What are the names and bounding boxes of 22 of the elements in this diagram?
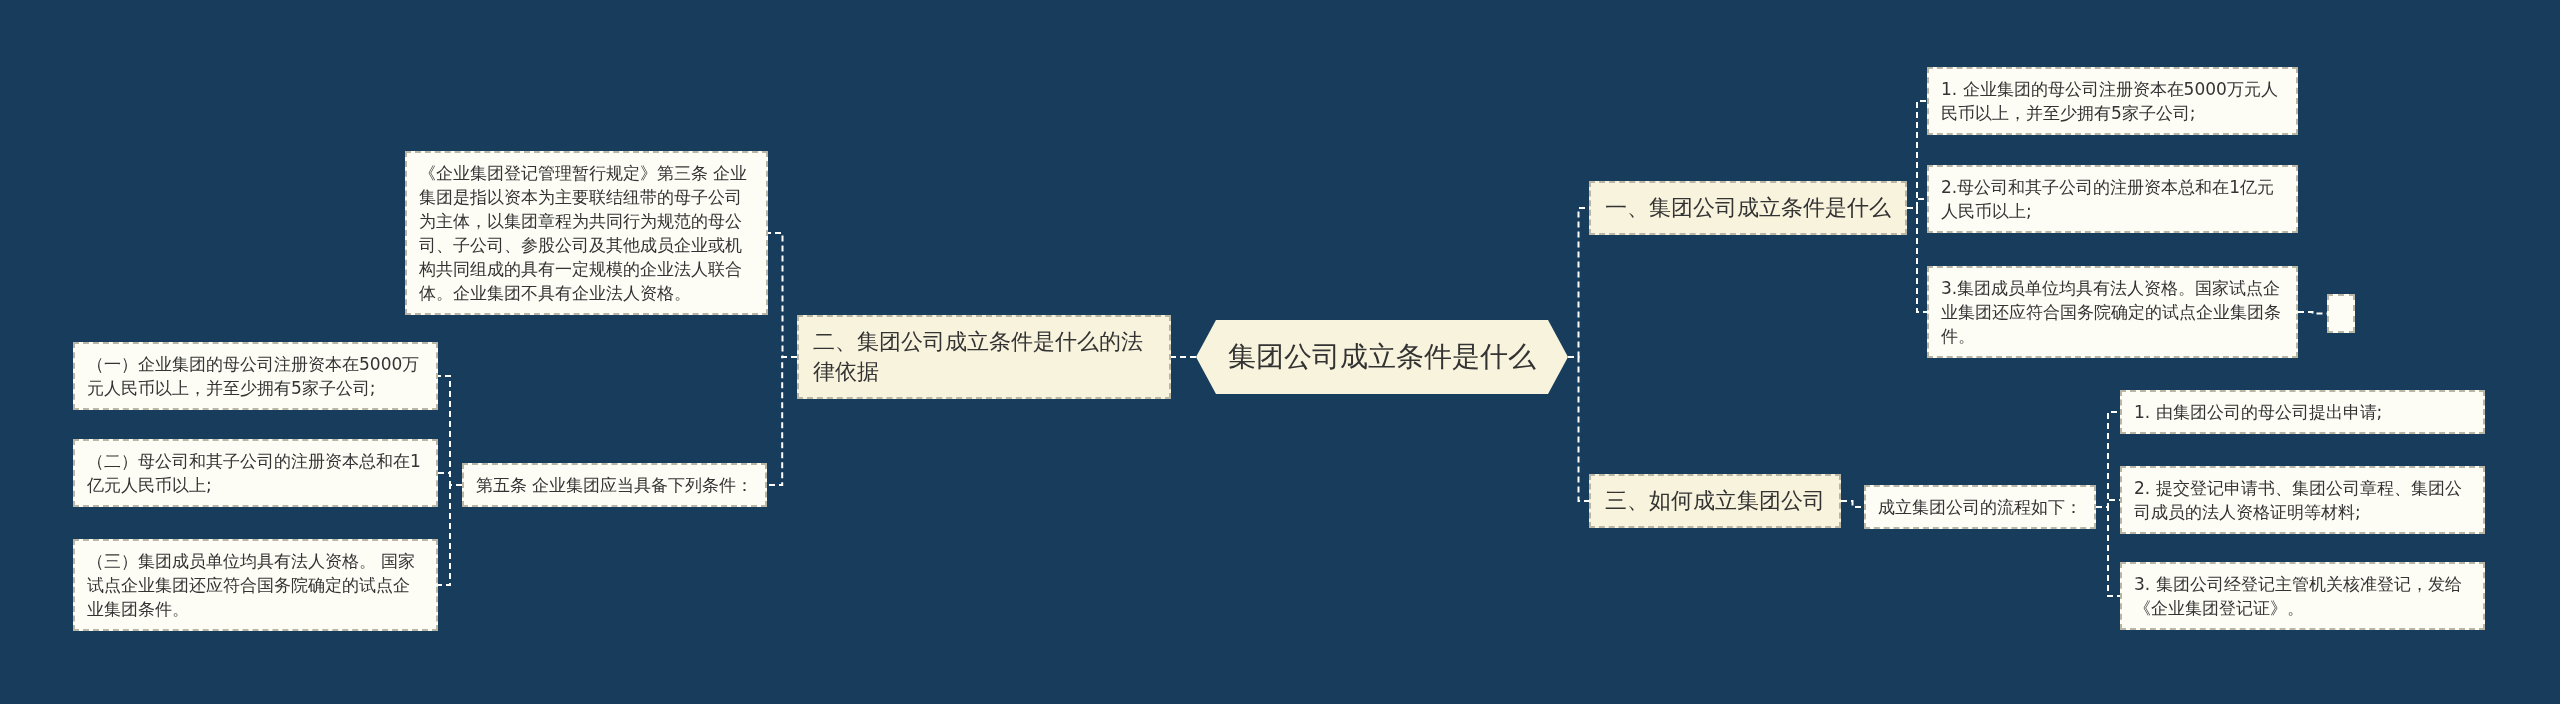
text-box: （一）企业集团的母公司注册资本在5000万元人民币以上，并至少拥有5家子公司; <box>73 342 438 410</box>
topic-box: 一、集团公司成立条件是什么 <box>1589 181 1907 235</box>
connector-line <box>766 356 798 486</box>
text-box: （二）母公司和其子公司的注册资本总和在1亿元人民币以上; <box>73 439 438 507</box>
text-box: 3.集团成员单位均具有法人资格。国家试点企业集团还应符合国务院确定的试点企业集团条件。 <box>1927 266 2298 358</box>
connector-line <box>1906 207 1928 313</box>
topic-box: 三、如何成立集团公司 <box>1589 474 1841 528</box>
connector-line <box>2095 506 2121 597</box>
text-box: 《企业集团登记管理暂行规定》第三条 企业集团是指以资本为主要联结纽带的母子公司为主体，以集团章程为共同行为规范的母公司、子公司、参股公司及其他成员企业或机构共同组成的具有一定规模的企业法人联合体。企业集团不具有企业法人资格。 <box>405 151 768 315</box>
text-box: 3. 集团公司经登记主管机关核准登记，发给《企业集团登记证》。 <box>2120 562 2485 630</box>
connector-line <box>1170 356 1197 358</box>
text-box: 第五条 企业集团应当具备下列条件： <box>462 463 768 507</box>
text-box: （三）集团成员单位均具有法人资格。 国家试点企业集团还应符合国务院确定的试点企业集团条件。 <box>73 539 438 631</box>
connector-line <box>437 484 463 586</box>
text-box: 2. 提交登记申请书、集团公司章程、集团公司成员的法人资格证明等材料; <box>2120 466 2485 534</box>
empty-box <box>2327 294 2355 333</box>
text-box: 2.母公司和其子公司的注册资本总和在1亿元人民币以上; <box>1927 165 2298 233</box>
connector-line <box>1567 356 1590 502</box>
text-box: 1. 企业集团的母公司注册资本在5000万元人民币以上，并至少拥有5家子公司; <box>1927 67 2298 135</box>
text-box: 成立集团公司的流程如下： <box>1864 485 2096 529</box>
topic-box: 二、集团公司成立条件是什么的法律依据 <box>797 315 1171 399</box>
text-box: 1. 由集团公司的母公司提出申请; <box>2120 390 2485 434</box>
